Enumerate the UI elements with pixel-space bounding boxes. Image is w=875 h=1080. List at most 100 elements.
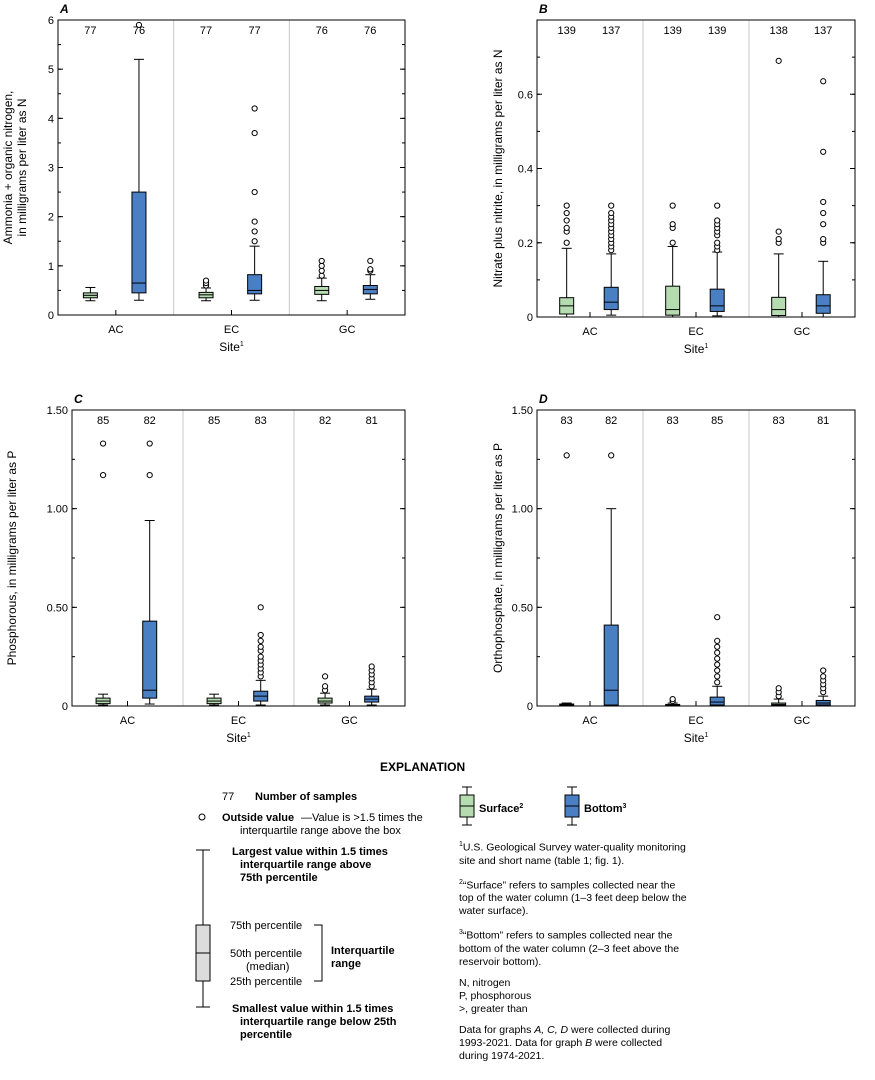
outlier-ec-bottom (714, 679, 721, 686)
box-ec-bottom (709, 288, 725, 312)
x-axis-label-sup: 1 (704, 732, 708, 739)
x-axis-label-sup: 1 (240, 341, 244, 348)
y-tick-label: 6 (48, 15, 54, 27)
p50-label: 50th percentile (230, 948, 302, 960)
median-label: (median) (246, 961, 289, 973)
outlier-ec-bottom (714, 673, 721, 680)
sample-count-gc-surface: 83 (773, 415, 785, 427)
p25-label: 25th percentile (230, 976, 302, 988)
sample-count-ec-surface: 77 (200, 25, 212, 37)
y-tick-label: 0.50 (47, 602, 68, 614)
panel-letter: C (74, 392, 83, 406)
outlier-ec-bottom (251, 105, 258, 112)
outlier-ec-bottom (714, 655, 721, 662)
outlier-ac-surface (563, 202, 570, 209)
outlier-gc-bottom (367, 266, 374, 273)
outlier-gc-surface (318, 257, 325, 265)
x-tick-label: GC (794, 326, 811, 338)
y-axis-label: Phosphorous, in milligrams per liter as … (5, 451, 19, 666)
outlier-ec-surface (669, 202, 676, 209)
n-sample-label: Number of samples (255, 791, 357, 803)
outlier-ec-bottom (257, 653, 264, 660)
x-axis-label: Site1 (684, 731, 709, 745)
smallest-label-1: Smallest value within 1.5 times (232, 1003, 393, 1015)
largest-label-2: interquartile range above (240, 859, 371, 871)
x-axis-label: Site1 (226, 731, 251, 745)
outlier-gc-surface (775, 685, 782, 692)
x-tick-label: EC (688, 715, 703, 727)
box-ec-bottom (709, 696, 725, 706)
y-axis-label: in milligrams per liter as N (15, 98, 29, 236)
sample-count-gc-surface: 76 (316, 25, 328, 37)
outlier-ec-bottom (714, 667, 721, 674)
plot-frame (71, 409, 406, 707)
outlier-ec-bottom (714, 637, 721, 644)
outlier-gc-surface (775, 57, 782, 64)
outlier-ec-surface (669, 239, 676, 246)
outlier-ec-bottom (251, 188, 258, 196)
plot-frame (57, 19, 406, 316)
y-tick-label: 0.2 (518, 238, 533, 250)
outlier-ac-surface (563, 224, 570, 231)
outlier-ec-bottom (257, 643, 264, 650)
outlier-gc-bottom (368, 663, 375, 670)
outlier-gc-surface (775, 235, 782, 243)
sample-count-ac-surface: 139 (558, 25, 576, 37)
explanation-heading: EXPLANATION (380, 760, 466, 774)
outlier-gc-bottom (820, 221, 827, 228)
outlier-ac-bottom (608, 452, 615, 459)
outlier-ac-surface (563, 452, 570, 459)
outlier-ac-bottom (608, 209, 615, 217)
outlier-ec-bottom (251, 218, 258, 225)
sample-count-ac-surface: 83 (561, 415, 573, 427)
y-tick-label: 2 (48, 212, 54, 224)
y-axis-label: Ammonia + organic nitrogen, (1, 91, 15, 245)
y-tick-label: 0 (48, 310, 54, 322)
footnotes: 1U.S. Geological Survey water-quality mo… (459, 838, 719, 1063)
y-tick-label: 0.50 (512, 602, 533, 614)
sample-count-ac-bottom: 82 (144, 415, 156, 427)
outlier-ec-bottom (714, 202, 721, 209)
outlier-gc-bottom (367, 257, 374, 265)
outlier-ec-bottom (714, 614, 721, 621)
outlier-ac-surface (563, 217, 570, 224)
plot-frame (536, 19, 856, 318)
outlier-ec-bottom (257, 604, 264, 611)
y-tick-label: 0.6 (518, 89, 533, 101)
largest-label-3: 75th percentile (240, 872, 318, 884)
outlier-ec-bottom (714, 217, 721, 224)
sample-count-ec-bottom: 83 (255, 415, 267, 427)
outlier-gc-bottom (820, 667, 827, 674)
legend-bottom-icon (564, 786, 580, 826)
sample-count-gc-bottom: 81 (366, 415, 378, 427)
outlier-ac-surface (563, 239, 570, 246)
outlier-ac-surface (563, 209, 570, 217)
box-gc-surface (771, 296, 787, 317)
outlier-ec-bottom (714, 643, 721, 650)
sample-count-ec-surface: 83 (667, 415, 679, 427)
y-tick-label: 0 (527, 312, 533, 324)
outside-value-label: Outside value (222, 812, 294, 824)
y-tick-label: 1.50 (512, 405, 533, 417)
smallest-label-2: interquartile range below 25th (240, 1016, 397, 1028)
iqr-label-1: Interquartile (331, 945, 395, 957)
outlier-ac-bottom (146, 472, 153, 479)
outlier-gc-bottom (820, 673, 827, 680)
sample-count-ec-surface: 85 (208, 415, 220, 427)
y-axis-label: Orthophosphate, in milligrams per liter … (491, 443, 505, 673)
footnote-3: 3“Bottom” refers to samples collected ne… (459, 929, 680, 968)
outlier-gc-surface (321, 683, 329, 690)
sample-count-ec-bottom: 85 (711, 415, 723, 427)
x-tick-label: EC (688, 326, 703, 338)
outlier-ec-bottom (257, 631, 264, 639)
outlier-gc-bottom (820, 198, 827, 206)
sample-count-gc-surface: 138 (770, 25, 788, 37)
sample-count-ec-bottom: 139 (708, 25, 726, 37)
x-tick-label: GC (339, 324, 356, 336)
y-tick-label: 5 (48, 64, 54, 76)
outlier-gc-bottom (820, 78, 827, 85)
x-tick-label: AC (108, 324, 123, 336)
n-sample-example: 77 (222, 791, 234, 803)
